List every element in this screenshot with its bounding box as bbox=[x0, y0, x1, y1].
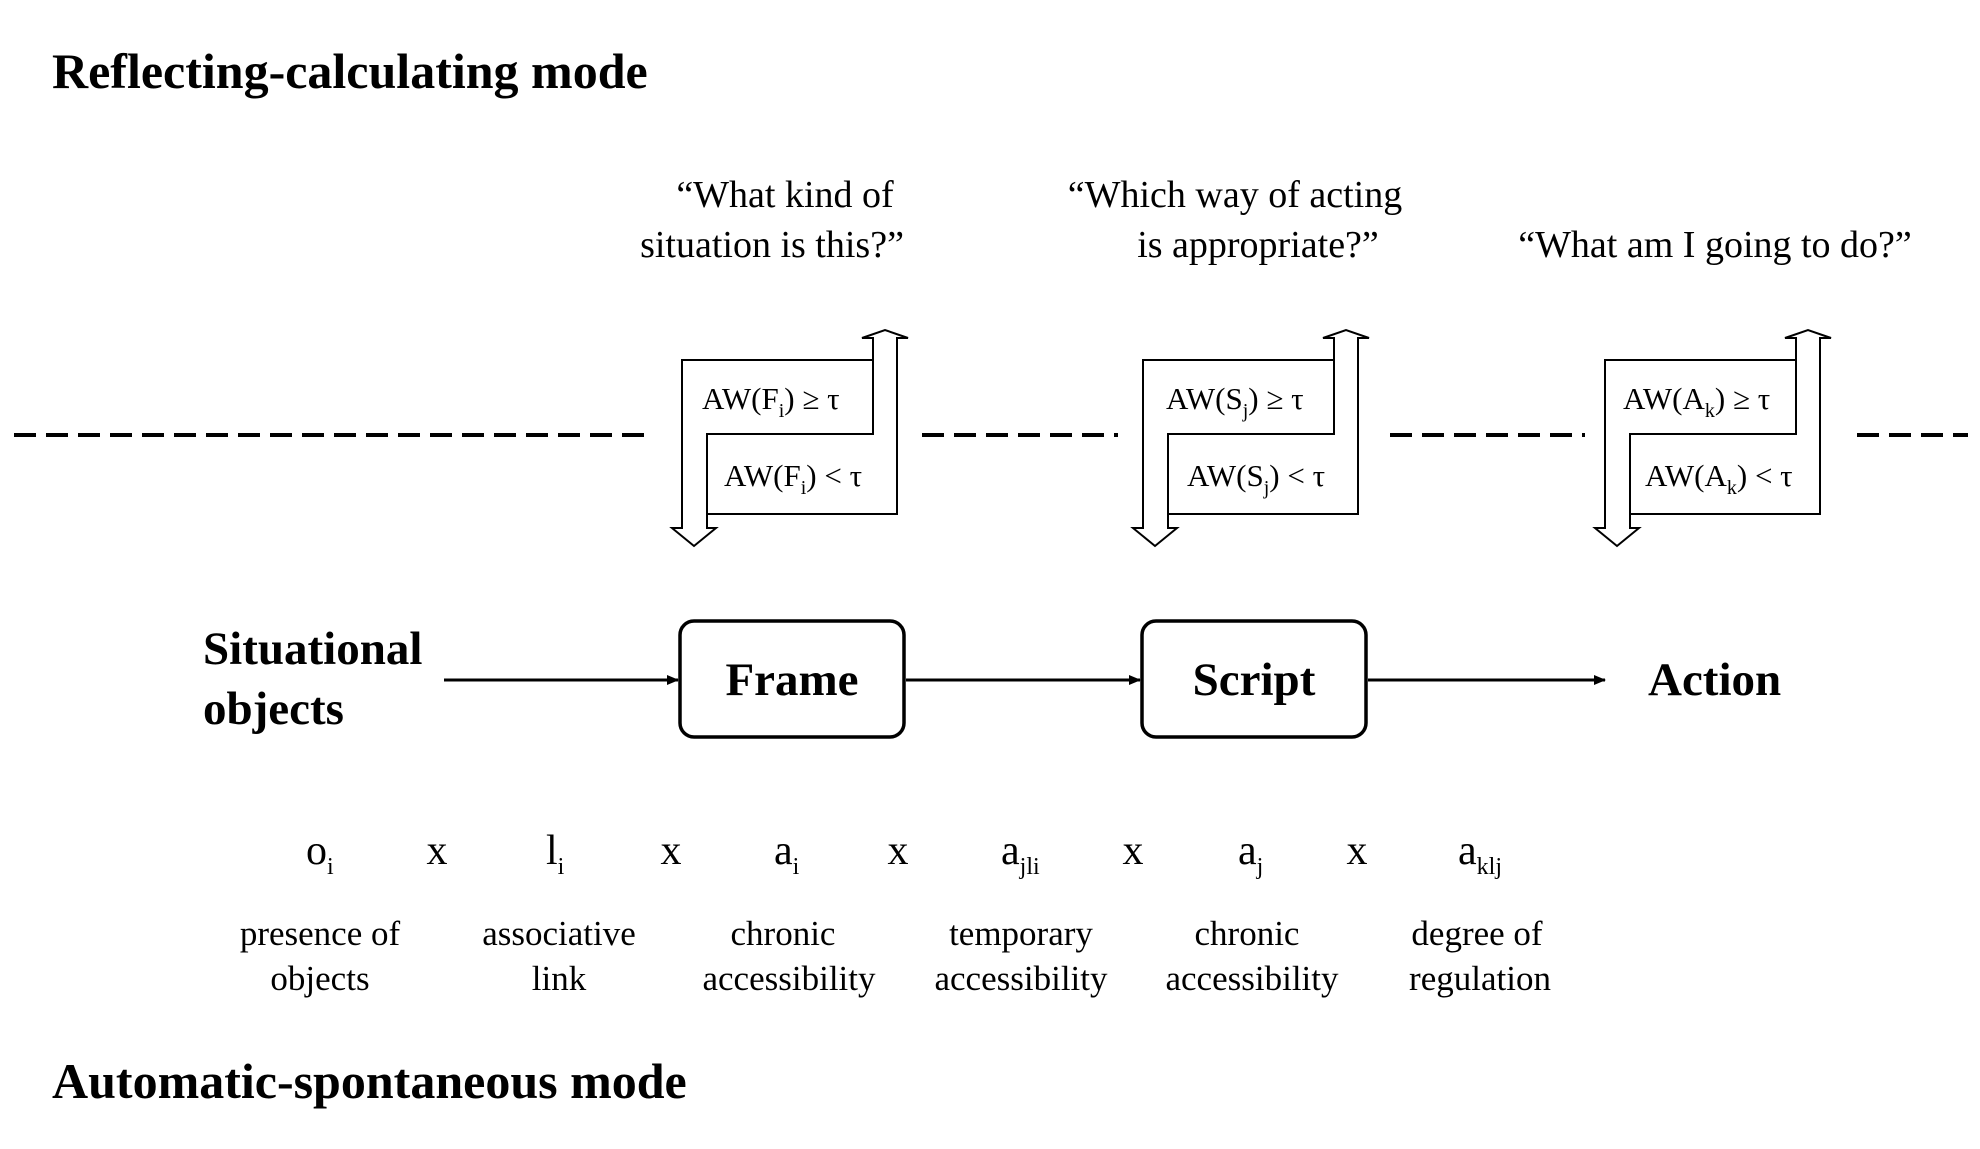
threshold-frame-down: AW(Fi) < τ bbox=[724, 458, 862, 499]
mode-title-bottom: Automatic-spontaneous mode bbox=[52, 1053, 687, 1109]
operator-multiply: x bbox=[1347, 828, 1368, 874]
factor-associative-symbol: li bbox=[546, 828, 565, 880]
factor-temporary-desc-line2: accessibility bbox=[934, 959, 1108, 998]
factor-temporary-desc-line1: temporary bbox=[949, 914, 1093, 953]
question-frame-line1: “What kind of bbox=[676, 174, 894, 216]
factor-temporary-symbol: ajli bbox=[1001, 828, 1040, 880]
threshold-switch-frame-shape bbox=[669, 328, 909, 548]
factor-chronic-script-symbol: aj bbox=[1238, 828, 1263, 880]
question-frame-line2: situation is this?” bbox=[640, 224, 904, 266]
threshold-action-up: AW(Ak) ≥ τ bbox=[1623, 381, 1770, 422]
node-script-label: Script bbox=[1193, 654, 1316, 706]
factor-presence-desc-line2: objects bbox=[270, 959, 369, 998]
threshold-switch-frame-divider bbox=[706, 360, 874, 528]
operator-multiply: x bbox=[427, 828, 448, 874]
factor-chronic-script-desc-line1: chronic bbox=[1195, 914, 1300, 953]
question-script-line1: “Which way of acting bbox=[1068, 174, 1402, 216]
node-action-label: Action bbox=[1648, 654, 1781, 706]
question-script-line2: is appropriate?” bbox=[1137, 224, 1379, 266]
factor-associative-desc-line1: associative bbox=[482, 914, 636, 953]
factor-associative-desc-line2: link bbox=[532, 959, 587, 998]
factor-presence-desc-line1: presence of bbox=[240, 914, 401, 953]
mode-title-top: Reflecting-calculating mode bbox=[52, 43, 648, 99]
factor-chronic-frame-desc-line2: accessibility bbox=[702, 959, 876, 998]
operator-multiply: x bbox=[661, 828, 682, 874]
threshold-switch-script-divider bbox=[1167, 360, 1335, 528]
threshold-switch-action-shape bbox=[1592, 328, 1832, 548]
threshold-script-up: AW(Sj) ≥ τ bbox=[1166, 381, 1304, 422]
factor-regulation-symbol: aklj bbox=[1458, 828, 1502, 880]
threshold-action-down: AW(Ak) < τ bbox=[1645, 458, 1793, 499]
factor-regulation-desc-line2: regulation bbox=[1409, 959, 1551, 998]
factor-chronic-script-desc-line2: accessibility bbox=[1165, 959, 1339, 998]
threshold-frame-up: AW(Fi) ≥ τ bbox=[702, 381, 840, 422]
factor-presence-symbol: oi bbox=[306, 828, 334, 880]
factor-regulation-desc-line1: degree of bbox=[1411, 914, 1543, 953]
threshold-script-down: AW(Sj) < τ bbox=[1187, 458, 1325, 499]
operator-multiply: x bbox=[888, 828, 909, 874]
node-frame-box bbox=[678, 619, 906, 739]
threshold-switch-script-shape bbox=[1130, 328, 1370, 548]
node-situational-objects-line2: objects bbox=[203, 683, 344, 735]
question-action: “What am I going to do?” bbox=[1518, 224, 1912, 266]
threshold-switch-action-divider bbox=[1629, 360, 1797, 528]
factor-chronic-frame-symbol: ai bbox=[774, 828, 800, 880]
node-situational-objects-line1: Situational bbox=[203, 623, 422, 675]
factor-chronic-frame-desc-line1: chronic bbox=[731, 914, 836, 953]
operator-multiply: x bbox=[1123, 828, 1144, 874]
node-frame-label: Frame bbox=[725, 654, 858, 706]
node-script-box bbox=[1140, 619, 1368, 739]
